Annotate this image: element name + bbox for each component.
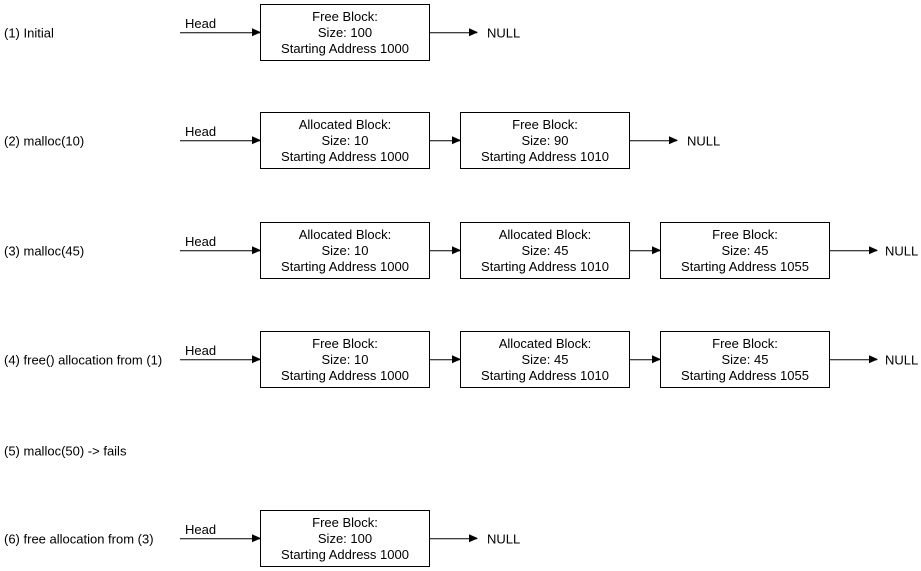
next-pointer-arrow-icon [630, 358, 660, 361]
block-title: Free Block: [712, 335, 778, 351]
next-pointer-arrow-icon [830, 358, 877, 361]
block-size: Size: 10 [321, 132, 369, 148]
memory-block-node: Allocated Block: Size: 10 Starting Addre… [260, 112, 430, 169]
row-label: (5) malloc(50) -> fails [4, 443, 127, 458]
next-pointer-arrow-icon [430, 249, 460, 252]
diagram-row-1: (1) Initial Head Free Block: Size: 100 S… [0, 4, 921, 61]
memory-block-node: Free Block: Size: 45 Starting Address 10… [660, 222, 830, 279]
block-address: Starting Address 1055 [681, 367, 809, 383]
null-terminator-label: NULL [687, 133, 721, 148]
null-terminator-label: NULL [885, 352, 919, 367]
block-title: Allocated Block: [298, 116, 392, 132]
head-arrow-icon [180, 139, 260, 142]
row-label: (6) free allocation from (3) [4, 531, 154, 546]
memory-block-node: Free Block: Size: 90 Starting Address 10… [460, 112, 630, 169]
block-address: Starting Address 1010 [481, 258, 609, 274]
block-title: Allocated Block: [498, 226, 592, 242]
memory-block-node: Free Block: Size: 100 Starting Address 1… [260, 510, 430, 567]
block-title: Allocated Block: [498, 335, 592, 351]
block-size: Size: 90 [521, 132, 569, 148]
next-pointer-arrow-icon [430, 358, 460, 361]
head-arrow-icon [180, 537, 260, 540]
memory-block-node: Free Block: Size: 10 Starting Address 10… [260, 331, 430, 388]
block-address: Starting Address 1000 [281, 148, 409, 164]
next-pointer-arrow-icon [430, 537, 477, 540]
block-size: Size: 45 [721, 242, 769, 258]
block-title: Free Block: [312, 335, 378, 351]
block-address: Starting Address 1055 [681, 258, 809, 274]
null-terminator-label: NULL [885, 243, 919, 258]
block-address: Starting Address 1000 [281, 367, 409, 383]
head-arrow-icon [180, 31, 260, 34]
memory-block-node: Allocated Block: Size: 10 Starting Addre… [260, 222, 430, 279]
memory-block-node: Allocated Block: Size: 45 Starting Addre… [460, 331, 630, 388]
block-address: Starting Address 1010 [481, 148, 609, 164]
block-size: Size: 45 [521, 351, 569, 367]
head-pointer-label: Head [185, 15, 217, 31]
block-address: Starting Address 1000 [281, 258, 409, 274]
block-address: Starting Address 1000 [281, 546, 409, 562]
block-size: Size: 10 [321, 242, 369, 258]
diagram-row-3: (3) malloc(45) Head Allocated Block: Siz… [0, 222, 921, 279]
head-pointer-label: Head [185, 123, 217, 139]
block-size: Size: 100 [317, 530, 373, 546]
null-terminator-label: NULL [487, 531, 521, 546]
block-size: Size: 10 [321, 351, 369, 367]
next-pointer-arrow-icon [430, 139, 460, 142]
block-title: Free Block: [312, 514, 378, 530]
block-size: Size: 45 [521, 242, 569, 258]
row-label: (1) Initial [4, 25, 54, 40]
block-address: Starting Address 1010 [481, 367, 609, 383]
head-pointer-label: Head [185, 233, 217, 249]
next-pointer-arrow-icon [630, 139, 677, 142]
row-label: (3) malloc(45) [4, 243, 85, 258]
diagram-row-5: (5) malloc(50) -> fails [0, 422, 921, 479]
head-arrow-icon [180, 249, 260, 252]
diagram-row-2: (2) malloc(10) Head Allocated Block: Siz… [0, 112, 921, 169]
block-title: Allocated Block: [298, 226, 392, 242]
diagram-row-6: (6) free allocation from (3) Head Free B… [0, 510, 921, 567]
diagram-row-4: (4) free() allocation from (1) Head Free… [0, 331, 921, 388]
memory-block-node: Free Block: Size: 100 Starting Address 1… [260, 4, 430, 61]
row-label: (4) free() allocation from (1) [4, 352, 163, 367]
next-pointer-arrow-icon [830, 249, 877, 252]
head-arrow-icon [180, 358, 260, 361]
row-label: (2) malloc(10) [4, 133, 85, 148]
memory-block-node: Allocated Block: Size: 45 Starting Addre… [460, 222, 630, 279]
head-pointer-label: Head [185, 521, 217, 537]
next-pointer-arrow-icon [630, 249, 660, 252]
block-title: Free Block: [512, 116, 578, 132]
null-terminator-label: NULL [487, 25, 521, 40]
block-title: Free Block: [712, 226, 778, 242]
block-title: Free Block: [312, 8, 378, 24]
next-pointer-arrow-icon [430, 31, 477, 34]
block-size: Size: 100 [317, 24, 373, 40]
block-address: Starting Address 1000 [281, 40, 409, 56]
head-pointer-label: Head [185, 342, 217, 358]
block-size: Size: 45 [721, 351, 769, 367]
memory-block-node: Free Block: Size: 45 Starting Address 10… [660, 331, 830, 388]
